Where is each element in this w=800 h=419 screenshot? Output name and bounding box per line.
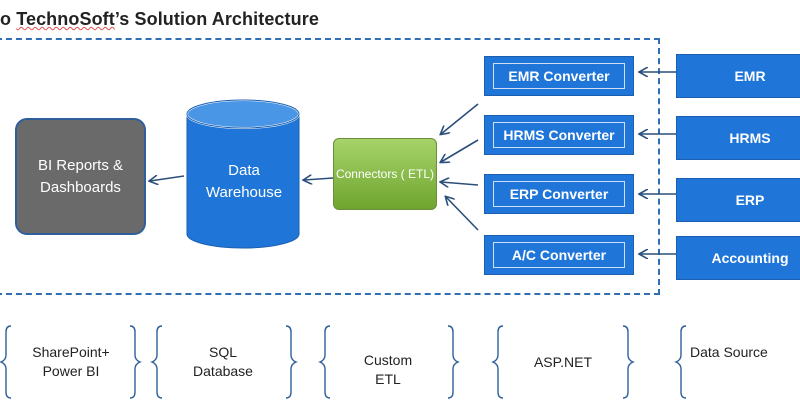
title-brand: TechnoSoft	[16, 9, 115, 29]
arrow-warehouse-to-bi	[150, 176, 185, 181]
bracket-left-2	[150, 325, 163, 399]
arrows-converters-to-connectors	[441, 103, 479, 231]
arrow-hrms-converter	[441, 139, 479, 162]
warehouse-line2: Warehouse	[205, 184, 283, 201]
legend-2-line2: Database	[193, 363, 253, 379]
source-box-accounting: Accounting	[676, 236, 800, 280]
title-rest: ’s Solution Architecture	[114, 9, 319, 29]
legend-3-line2: ETL	[375, 371, 401, 387]
arrow-ac-converter	[446, 197, 479, 231]
bracket-right-4	[622, 325, 635, 399]
converter-label-ac: A/C Converter	[493, 242, 625, 268]
legend-5-line1: Data Source	[690, 343, 768, 360]
arrow-emr-converter	[441, 103, 479, 134]
legend-2-line1: SQL	[208, 344, 237, 360]
converter-label-emr: EMR Converter	[493, 63, 625, 89]
bracket-right-3	[447, 325, 460, 399]
converter-box-erp: ERP Converter	[484, 174, 634, 214]
source-label-erp: ERP	[735, 192, 765, 208]
converter-box-emr: EMR Converter	[484, 56, 634, 96]
arrow-erp-converter	[441, 182, 479, 185]
bi-reports-box: BI Reports & Dashboards	[15, 118, 146, 235]
warehouse-line1: Data	[228, 162, 260, 179]
converter-label-hrms: HRMS Converter	[493, 122, 625, 148]
converter-box-hrms: HRMS Converter	[484, 115, 634, 155]
legend-data-source: Data Source	[690, 324, 800, 380]
bracket-left-5	[674, 325, 687, 399]
bi-reports-line2: Dashboards	[40, 178, 121, 196]
data-warehouse-label: Data Warehouse	[188, 160, 300, 204]
legend-1-line2: Power BI	[42, 363, 100, 379]
bracket-left-4	[491, 325, 504, 399]
legend-sql-database: SQL Database	[164, 334, 282, 390]
source-label-emr: EMR	[734, 68, 766, 84]
connectors-etl-box: Connectors ( ETL)	[333, 138, 437, 210]
bracket-right-1	[129, 325, 142, 399]
bracket-right-2	[285, 325, 298, 399]
bi-reports-line1: BI Reports &	[37, 156, 124, 174]
source-label-hrms: HRMS	[729, 130, 771, 146]
legend-1-line1: SharePoint+	[32, 344, 110, 360]
title-prefix: o	[0, 9, 17, 29]
source-box-hrms: HRMS	[676, 116, 800, 160]
legend-sharepoint-powerbi: SharePoint+ Power BI	[14, 334, 128, 390]
arrow-connectors-to-warehouse	[304, 178, 334, 180]
converter-label-erp: ERP Converter	[493, 181, 625, 207]
arrows-sources-to-converters	[640, 72, 676, 254]
bracket-left-1	[0, 325, 12, 399]
diagram-title: o TechnoSoft’s Solution Architecture	[0, 9, 319, 30]
converter-box-ac: A/C Converter	[484, 235, 634, 275]
legend-aspnet: ASP.NET	[505, 334, 621, 390]
data-warehouse-cylinder	[186, 99, 300, 249]
solution-boundary-frame	[0, 38, 660, 295]
legend-3-line1: Custom	[363, 352, 413, 368]
bracket-left-3	[318, 325, 331, 399]
legend-brackets	[0, 325, 687, 399]
source-box-emr: EMR	[676, 54, 800, 98]
source-box-erp: ERP	[676, 178, 800, 222]
legend-4-line1: ASP.NET	[533, 353, 593, 370]
source-label-accounting: Accounting	[711, 250, 789, 266]
connectors-label: Connectors ( ETL)	[335, 167, 435, 181]
